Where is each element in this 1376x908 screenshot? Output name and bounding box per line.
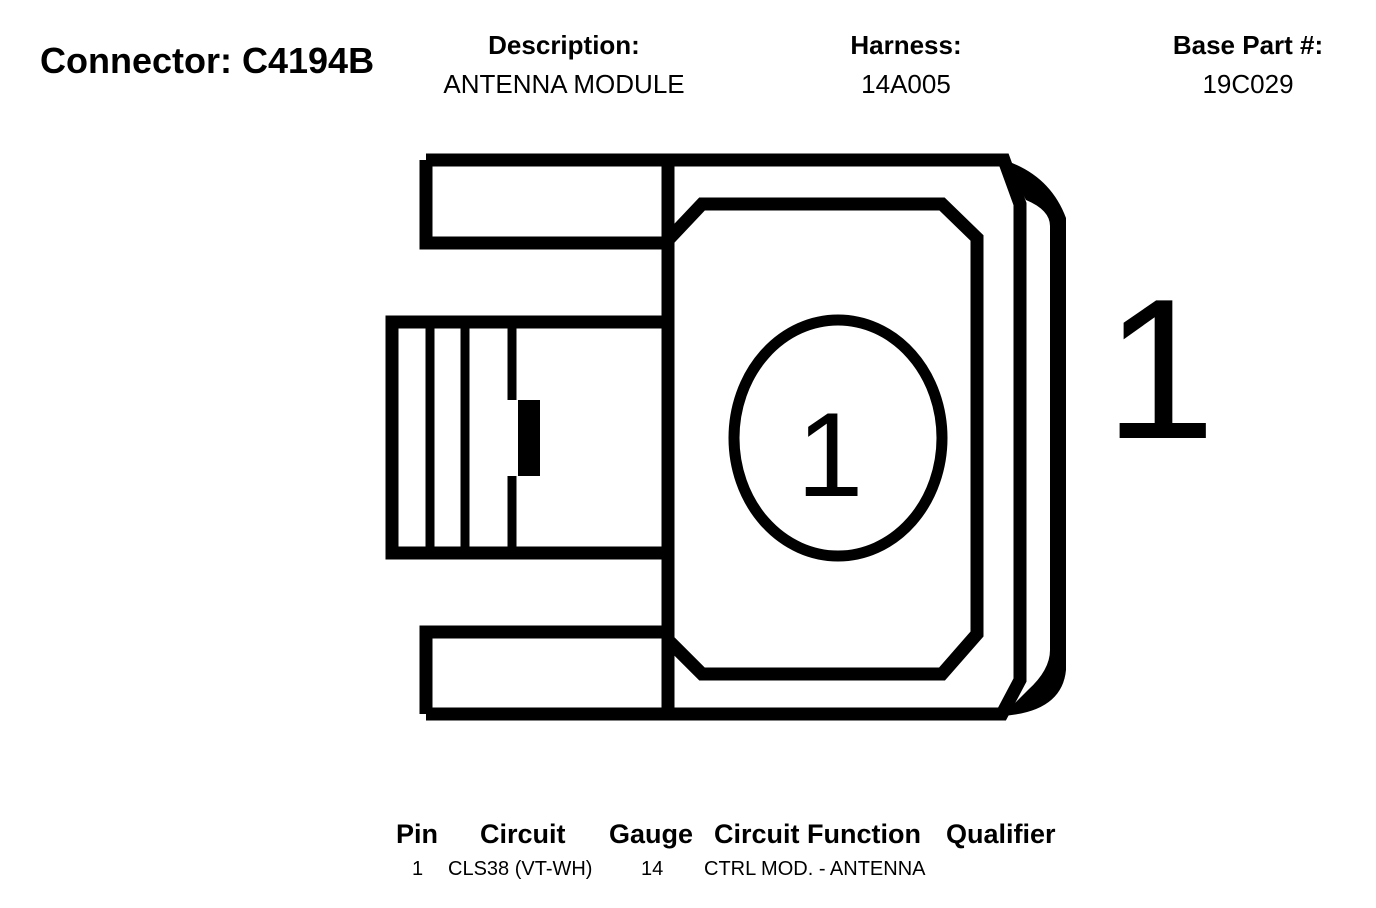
col-qualifier: Qualifier [946,819,1056,849]
pin-1-cavity [728,314,948,562]
description-value: ANTENNA MODULE [443,69,685,99]
tab-frame [385,315,668,560]
col-gauge: Gauge [609,819,694,849]
terminal-cavity [661,197,984,681]
housing-outline [426,153,1027,721]
top-latch [419,160,668,250]
row-pin: 1 [412,858,424,880]
connector-title: Connector: C4194B [40,40,375,81]
tab-notch [518,400,540,476]
pin-1-outside-label: 1 [1104,258,1215,481]
base-part-value: 19C029 [1202,69,1294,99]
col-circuit-function: Circuit Function [714,819,921,849]
pin-1-label: 1 [797,388,864,522]
row-gauge: 14 [641,858,664,880]
bottom-latch [419,625,668,714]
housing-right-band [1002,160,1066,716]
harness-value: 14A005 [861,69,951,99]
col-pin: Pin [396,819,439,849]
row-circuit: CLS38 (VT-WH) [448,858,593,880]
description-label: Description: [488,30,640,60]
harness-label: Harness: [850,30,962,60]
col-circuit: Circuit [480,819,566,849]
base-part-label: Base Part #: [1172,30,1324,60]
row-function: CTRL MOD. - ANTENNA [704,858,926,880]
